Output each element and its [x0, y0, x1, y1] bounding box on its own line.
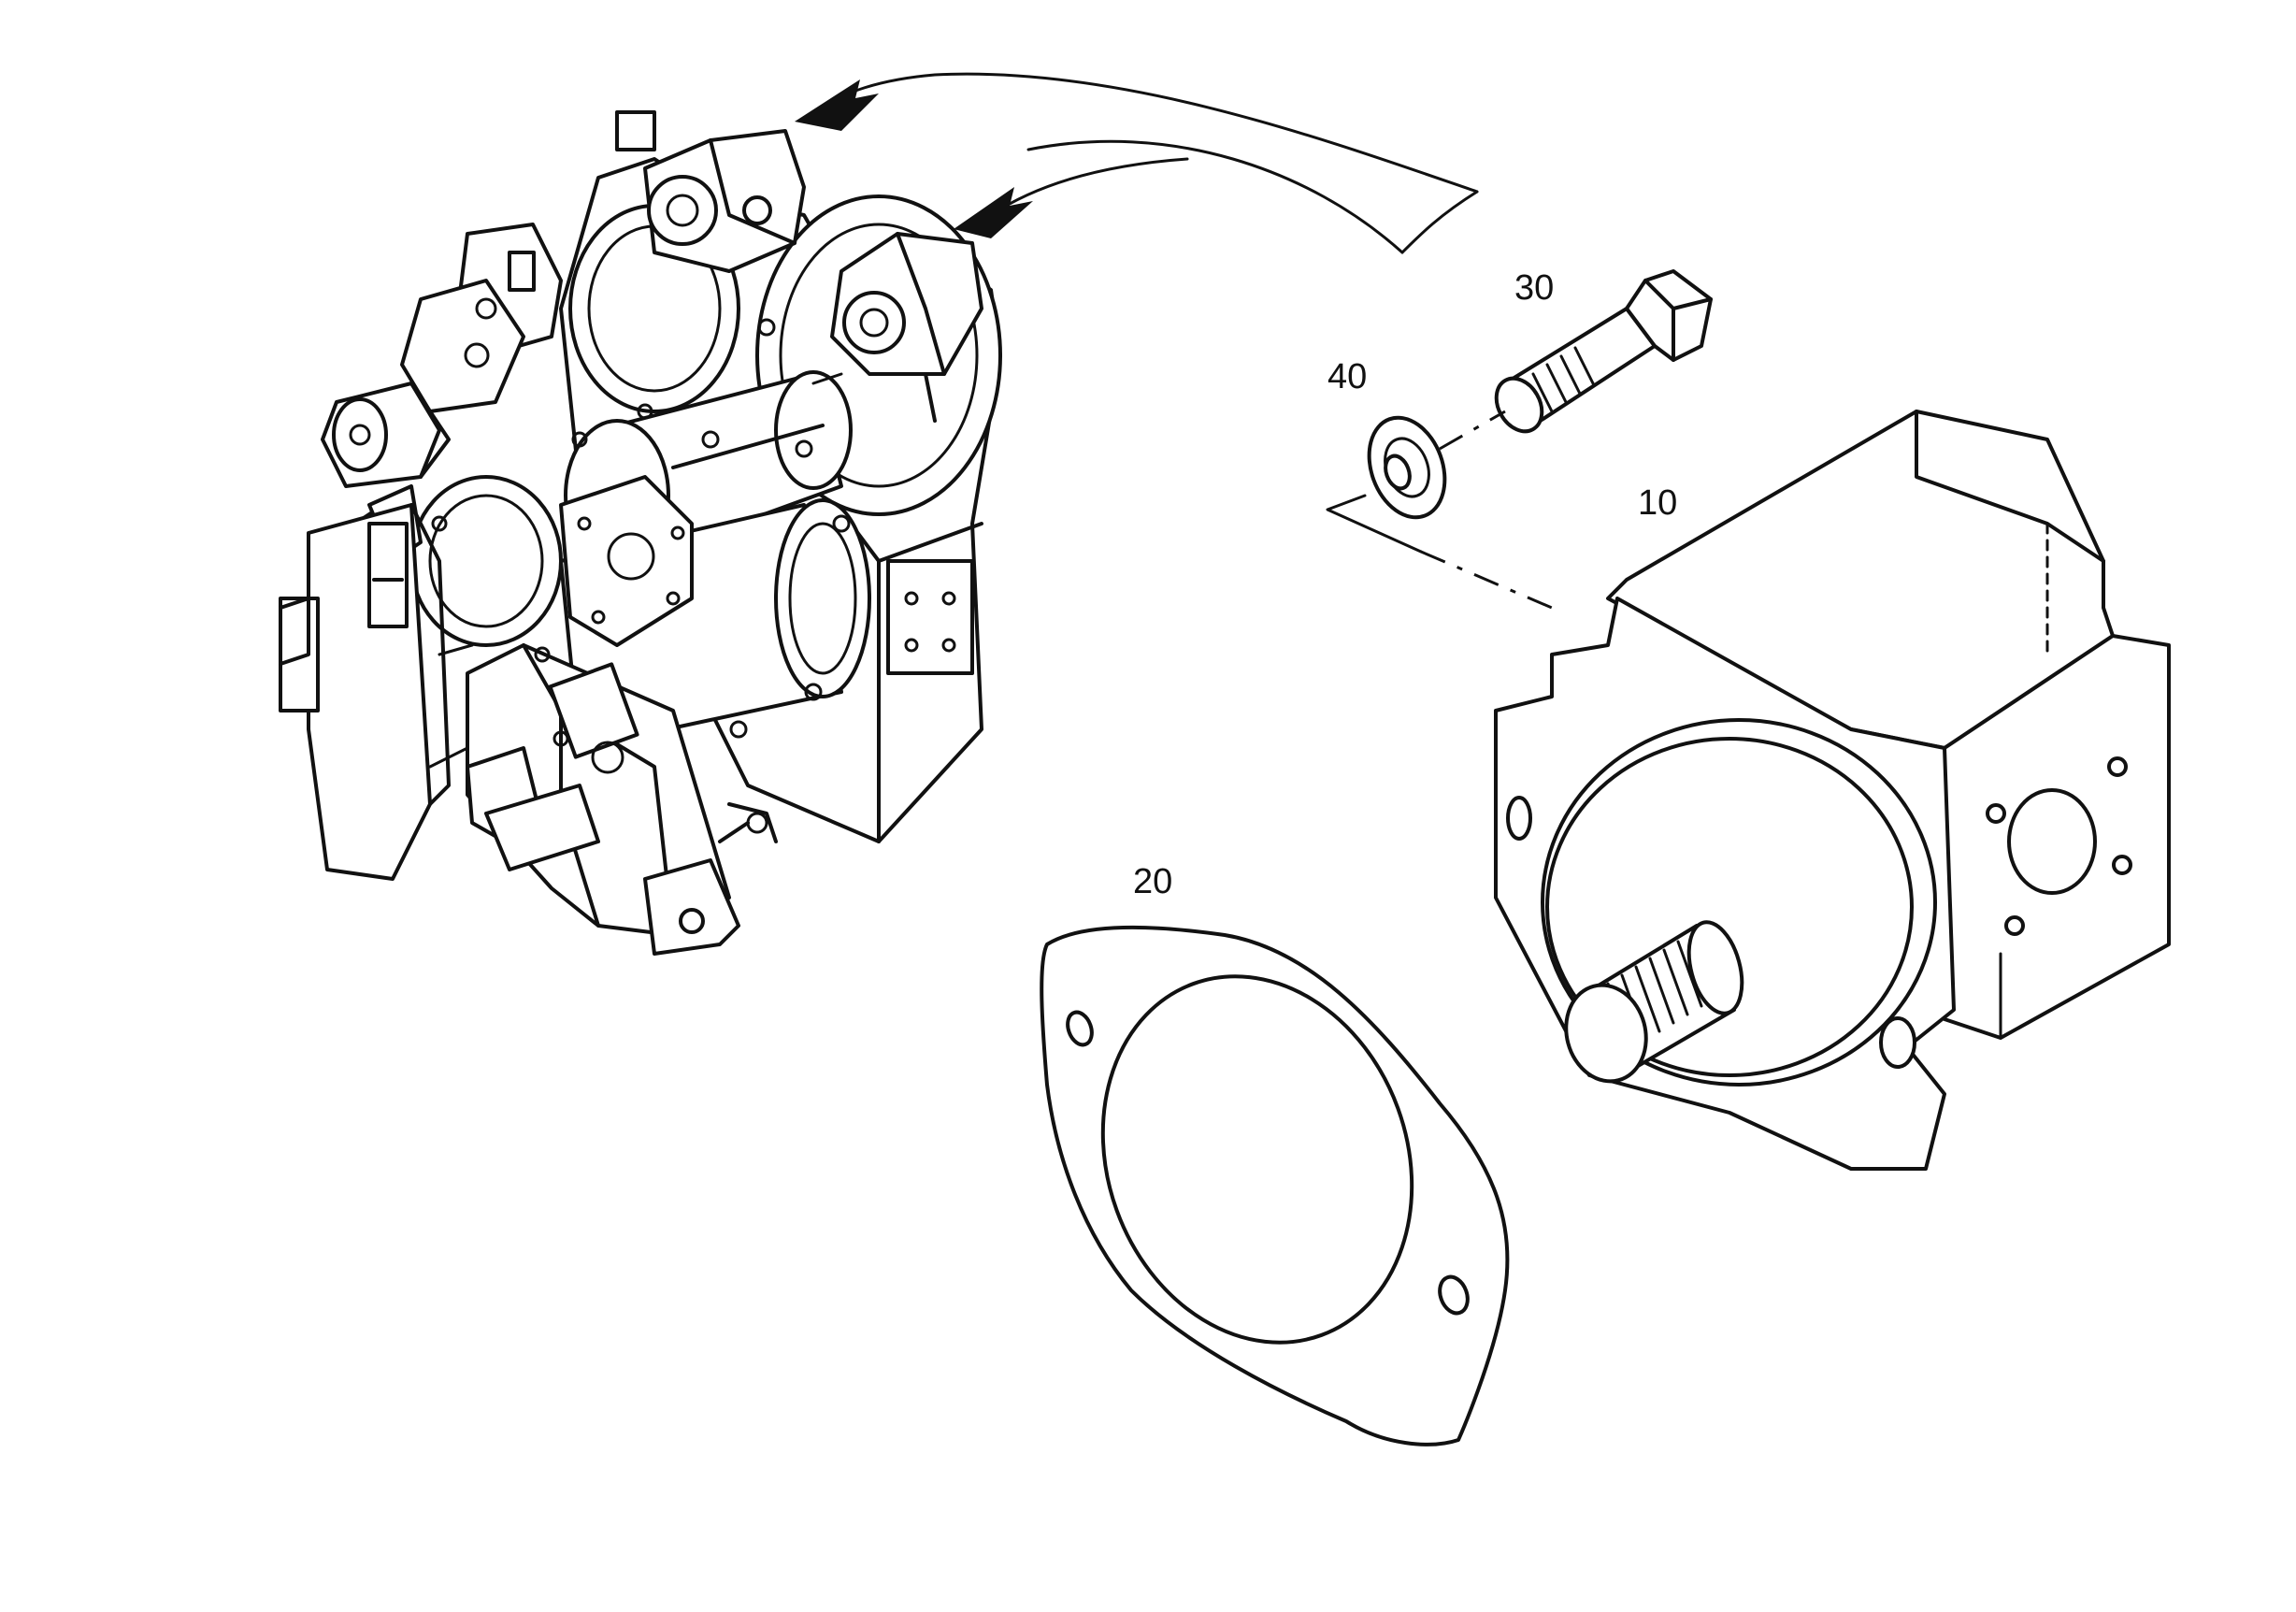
transmission-assembly [279, 110, 1002, 956]
callout-40: 40 [1327, 357, 1367, 396]
bolt-part-30 [1494, 269, 1713, 434]
callout-30: 30 [1514, 268, 1554, 308]
assembly-centerlines [1326, 410, 1553, 610]
assembly-arrows [795, 72, 1479, 254]
callouts: 10 20 30 40 [1133, 268, 1677, 901]
gasket-part-20 [1040, 925, 1510, 1446]
callout-10: 10 [1638, 483, 1677, 523]
callout-20: 20 [1133, 862, 1172, 901]
washer-part-40 [1367, 415, 1447, 520]
hydraulic-pump-part-10 [1494, 410, 2171, 1171]
